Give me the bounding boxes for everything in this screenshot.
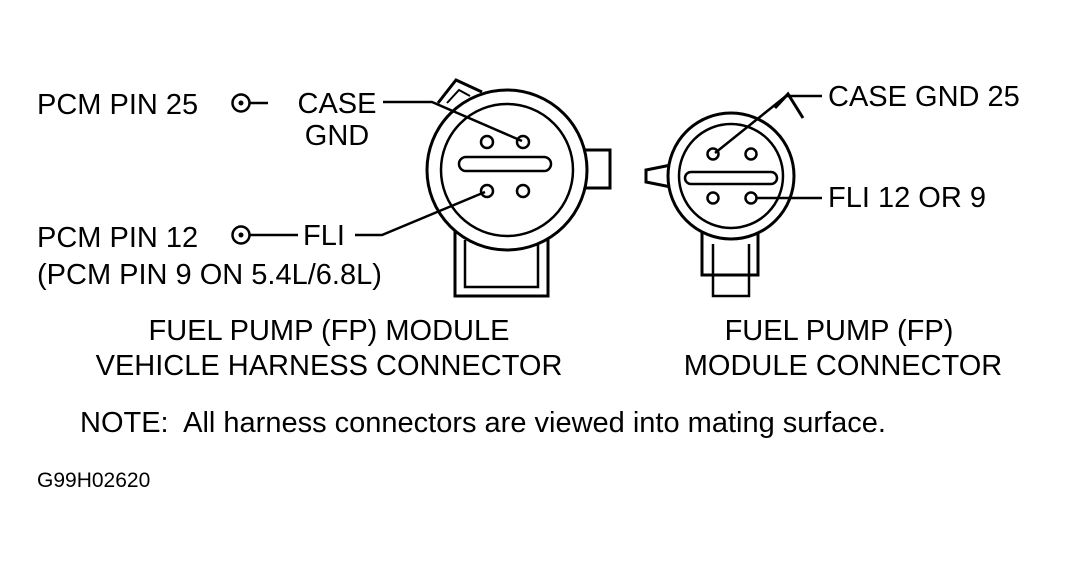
module-case-gnd-leader (714, 94, 822, 154)
module-pin (706, 191, 720, 205)
module-pin-fli (744, 191, 758, 205)
module-connector-tab (700, 232, 760, 277)
pcm-pin-12-label: PCM PIN 12 (37, 222, 198, 254)
note-text: NOTE: All harness connectors are viewed … (80, 407, 886, 439)
harness-connector-ear (578, 148, 612, 190)
harness-pin-case-gnd (515, 134, 531, 150)
case-gnd-label: CASE (298, 88, 377, 120)
module-fli-label: FLI 12 OR 9 (828, 182, 986, 214)
harness-connector-caption-line2: VEHICLE HARNESS CONNECTOR (96, 350, 563, 382)
module-pin (744, 147, 758, 161)
fli-leader (355, 190, 486, 237)
case-gnd-leader (383, 100, 523, 143)
module-connector-ear (644, 162, 677, 190)
harness-connector (425, 78, 612, 298)
fli-label: FLI (303, 220, 345, 252)
case-gnd-label-line2: GND (305, 120, 369, 152)
figure-id: G99H02620 (37, 469, 150, 492)
module-connector-key (773, 91, 805, 119)
harness-pin (515, 183, 531, 199)
harness-connector-caption: FUEL PUMP (FP) MODULE (149, 315, 510, 347)
module-connector-caption: FUEL PUMP (FP) (725, 315, 954, 347)
module-case-gnd-label: CASE GND 25 (828, 81, 1020, 113)
pcm-pin-9-note: (PCM PIN 9 ON 5.4L/6.8L) (37, 259, 382, 291)
harness-connector-key (436, 78, 483, 104)
pcm-pin-25-label: PCM PIN 25 (37, 89, 198, 121)
module-connector (644, 91, 805, 298)
harness-connector-center-key (457, 155, 553, 173)
harness-connector-tab (453, 228, 550, 298)
harness-pin (479, 134, 495, 150)
module-connector-caption-line2: MODULE CONNECTOR (684, 350, 1003, 382)
module-connector-center-key (683, 170, 779, 186)
harness-pin-fli (479, 183, 495, 199)
